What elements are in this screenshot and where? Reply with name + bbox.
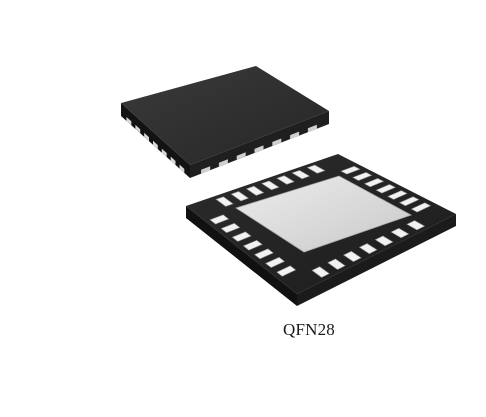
pin-stub: [161, 148, 167, 157]
pin-stub: [144, 132, 149, 142]
chip-top-pins-left: [126, 117, 185, 173]
pin-stub: [153, 140, 158, 150]
pad: [327, 258, 346, 270]
package-caption: QFN28: [283, 320, 336, 339]
pin-stub: [254, 145, 264, 153]
pin-stub: [126, 117, 132, 126]
pad: [375, 184, 396, 194]
pad: [311, 266, 330, 278]
pad: [276, 175, 295, 185]
pin-stub: [307, 124, 317, 133]
chip-bottom-side-right: [297, 214, 456, 306]
pin-stub: [218, 159, 228, 167]
chip-bottom-view: [186, 154, 456, 306]
pad: [254, 248, 274, 260]
pad: [340, 165, 361, 175]
pad: [374, 235, 394, 247]
pad: [399, 196, 420, 207]
pin-stub: [290, 131, 300, 140]
pad: [242, 240, 263, 251]
pad: [261, 180, 280, 191]
chip-top-face: [121, 66, 329, 165]
pad: [363, 178, 385, 188]
pad: [245, 185, 265, 196]
pad: [352, 172, 373, 181]
pin-stub: [179, 164, 185, 173]
pad: [291, 170, 311, 180]
pad: [276, 265, 297, 277]
pad: [343, 250, 362, 262]
pad: [220, 223, 241, 234]
pad: [215, 196, 234, 207]
pad: [410, 202, 432, 213]
pin-stub: [170, 156, 176, 165]
pin-stub: [236, 152, 246, 160]
thermal-pad: [235, 175, 412, 253]
pad: [406, 220, 426, 231]
pad: [231, 231, 252, 242]
pad: [387, 190, 408, 200]
pad: [306, 164, 326, 174]
chip-bottom-side-left: [186, 206, 297, 306]
pad: [265, 256, 285, 268]
chip-top-view: [121, 66, 329, 178]
pad: [230, 191, 249, 202]
chip-top-pins-right: [201, 124, 317, 174]
pin-stub: [201, 166, 211, 174]
pin-stub: [135, 124, 141, 134]
pad: [209, 214, 230, 225]
pad: [390, 227, 410, 239]
pad: [358, 243, 378, 255]
pin-stub: [272, 138, 282, 146]
chip-bottom-pads: [209, 164, 432, 278]
